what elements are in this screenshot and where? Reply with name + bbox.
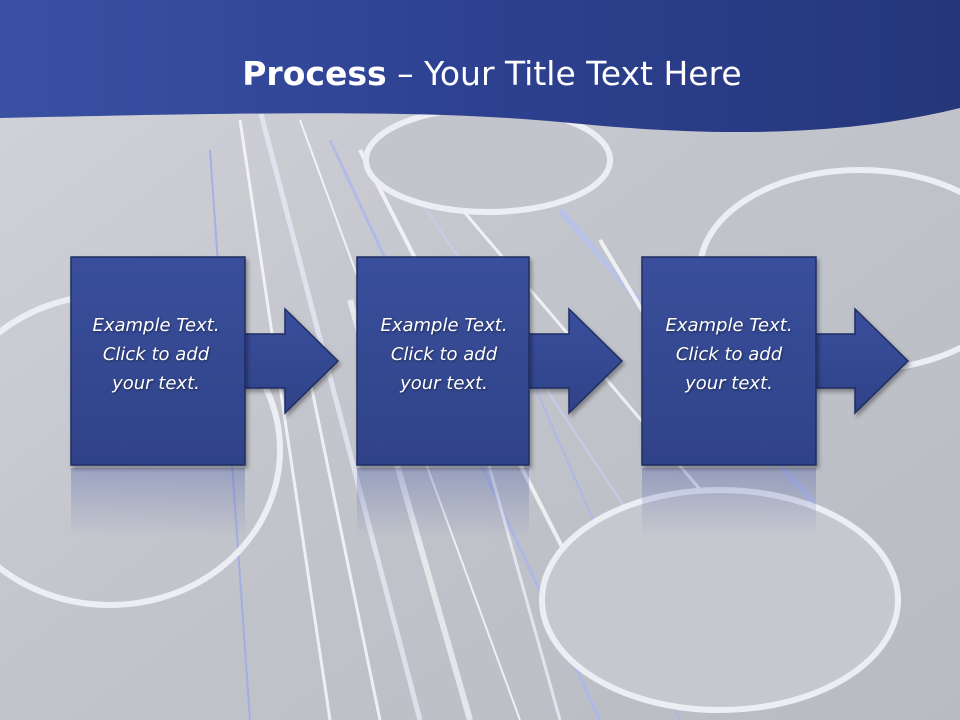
step-text-line: your text.	[112, 373, 200, 394]
slide-title[interactable]: Process – Your Title Text Here	[0, 50, 960, 98]
step-text-line: Click to add	[675, 344, 783, 365]
step-1-text[interactable]: Example Text. Click to add your text.	[71, 311, 241, 398]
process-step-1	[70, 256, 340, 538]
process-step-3	[641, 256, 910, 538]
process-step-2	[356, 256, 624, 538]
step-text-line: Click to add	[390, 344, 498, 365]
step-text-line: Click to add	[102, 344, 210, 365]
decorative-circles	[0, 105, 960, 713]
step-text-line: Example Text.	[665, 315, 793, 336]
step-text-line: Example Text.	[380, 315, 508, 336]
step-2-text[interactable]: Example Text. Click to add your text.	[359, 311, 529, 398]
step-text-line: Example Text.	[92, 315, 220, 336]
step-text-line: your text.	[400, 373, 488, 394]
title-rest-text: – Your Title Text Here	[386, 54, 742, 93]
header-band	[0, 0, 960, 133]
title-bold-text: Process	[242, 54, 387, 93]
step-3-text[interactable]: Example Text. Click to add your text.	[644, 311, 814, 398]
step-text-line: your text.	[685, 373, 773, 394]
